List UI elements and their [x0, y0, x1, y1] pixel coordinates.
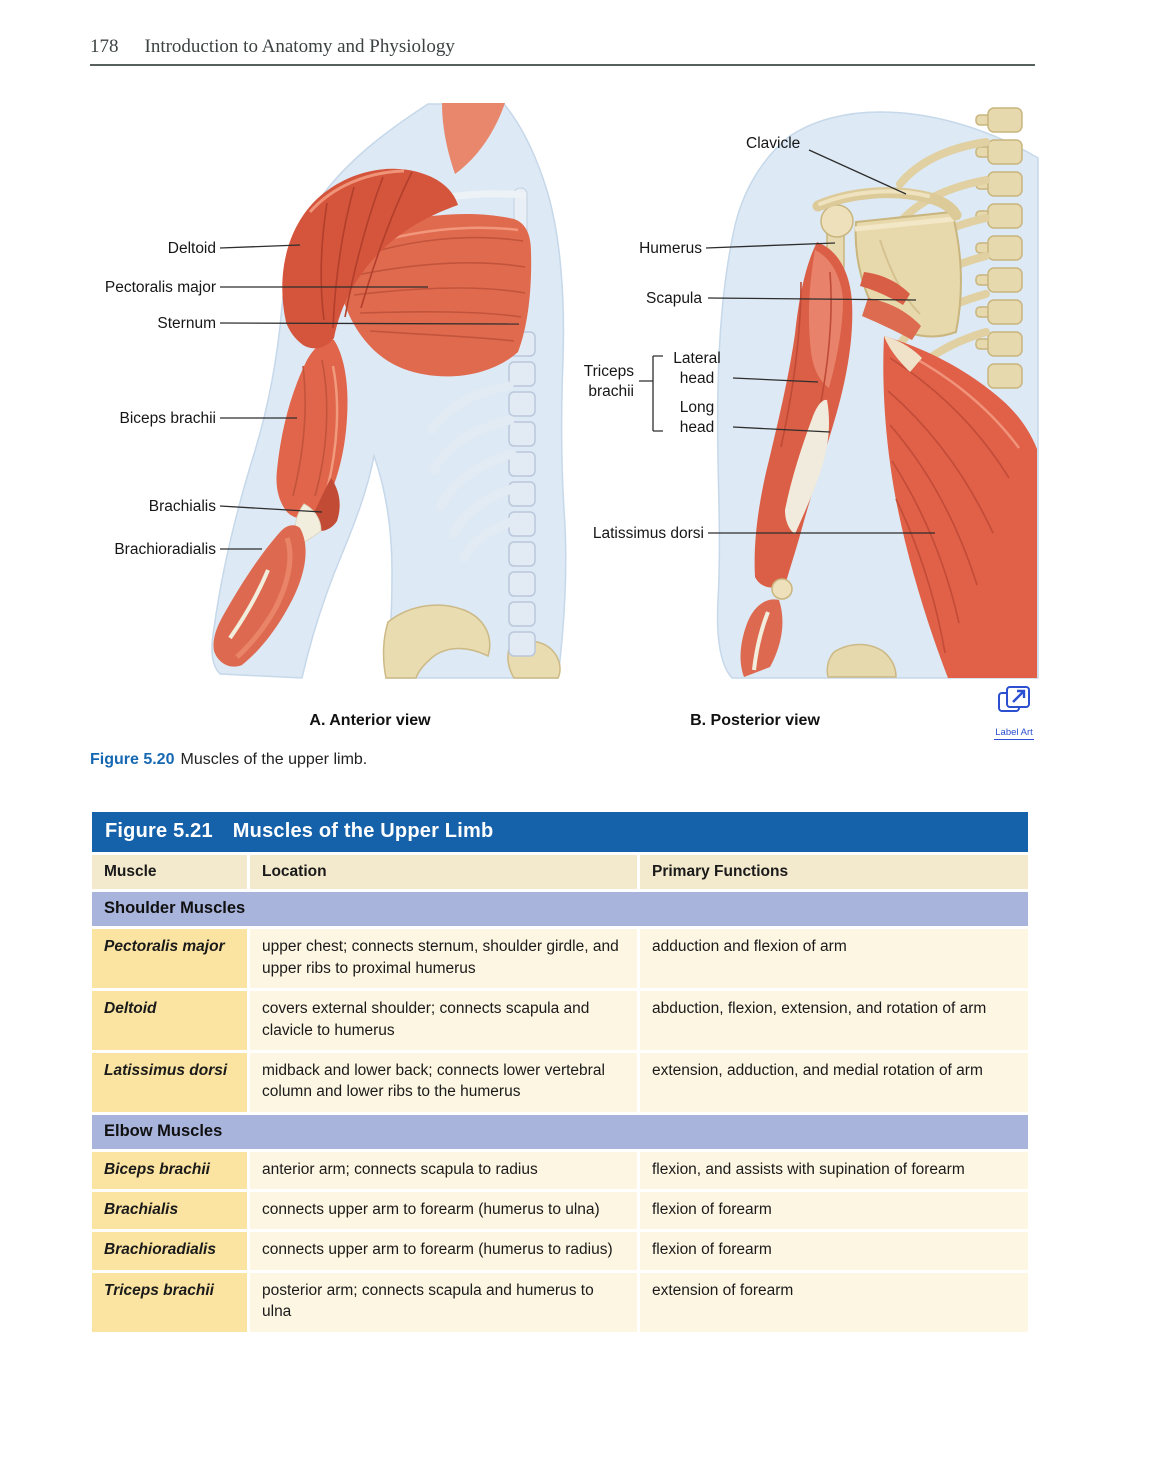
latissimus-striations [887, 357, 1010, 654]
triceps-bracket [639, 355, 663, 432]
label-scapula: Scapula [645, 290, 702, 307]
page-header: 178 Introduction to Anatomy and Physiolo… [90, 36, 1035, 58]
pectoralis-striations [351, 236, 526, 342]
pelvis-bone-shape [382, 604, 491, 679]
pectoralis-major-shape [338, 213, 532, 377]
table-title-number: Figure 5.21 [105, 820, 213, 842]
muscle-cell: Brachialis [92, 1192, 247, 1230]
figure-5-20: Deltoid Pectoralis major Sternum Biceps … [90, 100, 1040, 750]
location-cell: posterior arm; connects scapula and hume… [250, 1272, 637, 1332]
functions-cell: extension, adduction, and medial rotatio… [640, 1052, 1028, 1112]
page-number: 178 [90, 36, 119, 57]
label-deltoid: Deltoid [167, 240, 216, 257]
functions-cell: flexion of forearm [640, 1192, 1028, 1230]
table-row-biceps-brachii: Biceps brachii anterior arm; connects sc… [92, 1151, 1028, 1189]
table-title-text: Muscles of the Upper Limb [232, 820, 494, 842]
location-cell: midback and lower back; connects lower v… [250, 1052, 637, 1112]
muscle-cell: Triceps brachii [92, 1272, 247, 1332]
table-header-row: Muscle Location Primary Functions [92, 855, 1028, 890]
anterior-view-label: A. Anterior view [309, 712, 431, 729]
triceps-tendon-shape [785, 399, 829, 534]
table-row-triceps-brachii: Triceps brachii posterior arm; connects … [92, 1272, 1028, 1332]
table-row-latissimus-dorsi: Latissimus dorsi midback and lower back;… [92, 1052, 1028, 1112]
label-brachioradialis: Brachioradialis [114, 541, 216, 558]
humerus-head-shape [820, 204, 854, 238]
label-art-icon [998, 686, 1030, 712]
table-row-pectoralis-major: Pectoralis major upper chest; connects s… [92, 929, 1028, 989]
functions-cell: extension of forearm [640, 1272, 1028, 1332]
figure-caption-number: Figure 5.20 [90, 751, 175, 768]
table-row-deltoid: Deltoid covers external shoulder; connec… [92, 991, 1028, 1050]
label-art-text: Label Art [994, 727, 1034, 740]
ribcage-shape [427, 381, 521, 563]
leader-lines [219, 149, 935, 550]
label-brachialis: Brachialis [148, 498, 216, 515]
table-title: Figure 5.21 Muscles of the Upper Limb [92, 812, 1028, 852]
figure-caption-text: Muscles of the upper limb. [180, 751, 368, 768]
muscle-cell: Deltoid [92, 991, 247, 1050]
muscle-cell: Pectoralis major [92, 929, 247, 989]
muscle-cell: Biceps brachii [92, 1151, 247, 1189]
header-rule [90, 64, 1035, 66]
label-art-button[interactable]: Label Art [988, 683, 1040, 740]
label-triceps-brachii: Triceps brachii [583, 363, 634, 400]
functions-cell: flexion, and assists with supination of … [640, 1151, 1028, 1189]
posterior-spine-shape [975, 107, 1023, 389]
section-row-shoulder-muscles: Shoulder Muscles [92, 892, 1028, 927]
olecranon-shape [771, 578, 793, 600]
label-long-head: Long head [679, 399, 715, 436]
location-cell: anterior arm; connects scapula to radius [250, 1151, 637, 1189]
header-functions: Primary Functions [640, 855, 1028, 890]
label-clavicle: Clavicle [746, 135, 801, 152]
label-sternum: Sternum [157, 315, 216, 332]
label-humerus: Humerus [639, 240, 702, 257]
muscles-table: Figure 5.21 Muscles of the Upper Limb Mus… [92, 812, 1028, 1332]
posterior-pelvis-shape [826, 643, 897, 678]
spine-shape [508, 331, 536, 657]
triceps-lateral-head-shape [808, 250, 843, 388]
location-cell: covers external shoulder; connects scapu… [250, 991, 637, 1050]
header-muscle: Muscle [92, 855, 247, 890]
label-pectoralis-major: Pectoralis major [104, 279, 216, 296]
location-cell: upper chest; connects sternum, shoulder … [250, 929, 637, 989]
deltoid-striations [320, 171, 413, 329]
posterior-illustration-art [716, 107, 1039, 679]
neck-muscle-shape [442, 103, 505, 174]
table-row-brachialis: Brachialis connects upper arm to forearm… [92, 1192, 1028, 1230]
functions-cell: abduction, flexion, extension, and rotat… [640, 991, 1028, 1050]
section-row-elbow-muscles: Elbow Muscles [92, 1114, 1028, 1149]
anterior-illustration-art [211, 103, 567, 679]
teres-muscle-shape [862, 298, 921, 340]
functions-cell: adduction and flexion of arm [640, 929, 1028, 989]
running-head: Introduction to Anatomy and Physiology [144, 36, 455, 57]
label-biceps-brachii: Biceps brachii [119, 410, 217, 427]
muscle-cell: Brachioradialis [92, 1232, 247, 1270]
location-cell: connects upper arm to forearm (humerus t… [250, 1192, 637, 1230]
posterior-view-label: B. Posterior view [690, 712, 820, 729]
table-row-brachioradialis: Brachioradialis connects upper arm to fo… [92, 1232, 1028, 1270]
label-lateral-head: Lateral head [673, 350, 721, 387]
figure-caption: Figure 5.20 Muscles of the upper limb. [90, 751, 367, 769]
figure-5-20-artwork [211, 103, 1039, 679]
functions-cell: flexion of forearm [640, 1232, 1028, 1270]
header-location: Location [250, 855, 637, 890]
label-latissimus-dorsi: Latissimus dorsi [592, 525, 704, 542]
location-cell: connects upper arm to forearm (humerus t… [250, 1232, 637, 1270]
muscle-cell: Latissimus dorsi [92, 1052, 247, 1112]
